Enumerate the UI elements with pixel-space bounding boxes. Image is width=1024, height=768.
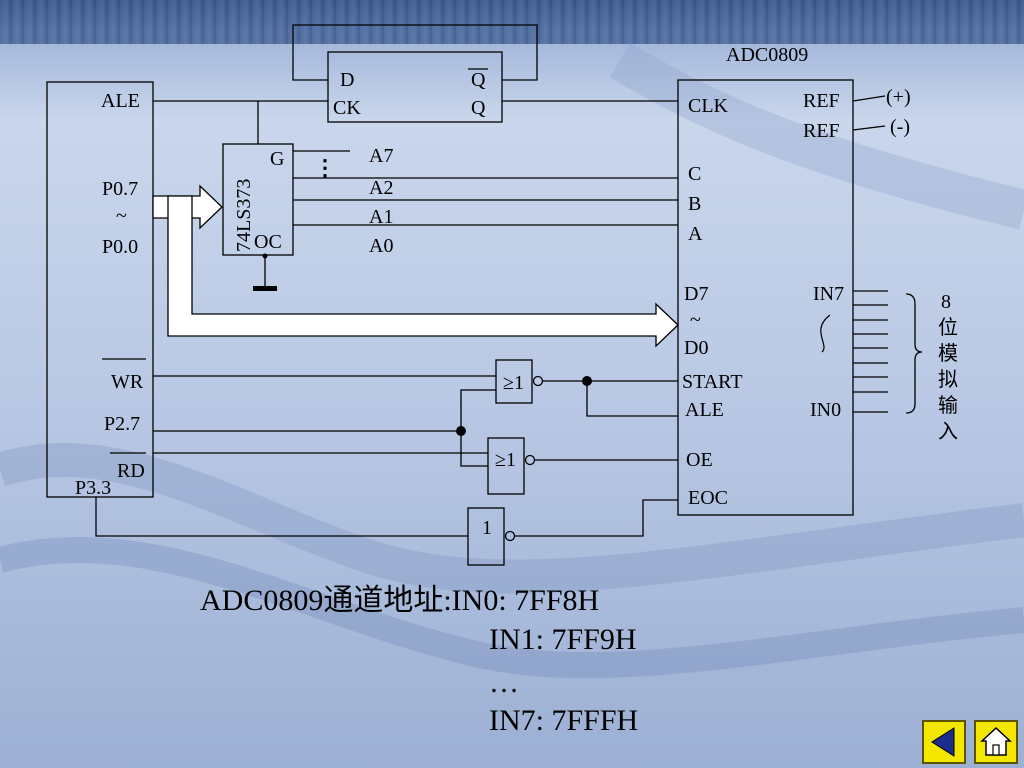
flipflop-box [327, 51, 503, 123]
analog-input-char: 模 [938, 342, 958, 365]
adc-ref1-label: REF [803, 90, 840, 112]
adc-eoc-label: EOC [688, 487, 728, 509]
junction-dot [582, 376, 592, 386]
latch-oc-label: OC [254, 231, 282, 253]
mcu-wr-label: WR [111, 371, 144, 393]
adc-tilde-label: ~ [690, 309, 701, 331]
home-button[interactable] [974, 720, 1018, 764]
mcu-box [46, 81, 154, 498]
mcu-p07-label: P0.7 [102, 178, 138, 200]
adc-b-label: B [688, 193, 701, 215]
mcu-tilde-label: ~ [116, 205, 127, 227]
bus-arrow-to-adc [167, 195, 679, 348]
channel-address-line-1: ADC0809通道地址:IN0: 7FF8H [200, 584, 600, 617]
analog-input-char: 输 [938, 394, 958, 417]
house-icon [980, 726, 1012, 756]
mcu-rd-label: RD [117, 460, 145, 482]
adc-in0-label: IN0 [810, 399, 841, 421]
triangle-left-icon [931, 727, 955, 757]
previous-slide-button[interactable] [922, 720, 966, 764]
analog-input-char: 入 [938, 421, 958, 443]
adc-clk-label: CLK [688, 95, 729, 117]
a2-label: A2 [369, 177, 393, 199]
mcu-p00-label: P0.0 [102, 236, 138, 258]
adc-name-label: ADC0809 [726, 44, 808, 66]
not-gate-label: 1 [482, 517, 492, 539]
header-band [0, 0, 1024, 44]
ff-d-label: D [340, 69, 354, 91]
junction-dot [456, 426, 466, 436]
adc-d0-label: D0 [684, 337, 708, 359]
ground-symbol [253, 286, 277, 291]
analog-input-char: 位 [938, 316, 958, 339]
adc-in7-label: IN7 [813, 283, 844, 305]
adc-oe-label: OE [686, 449, 713, 471]
nor-gate-2-label: ≥1 [495, 449, 516, 471]
mcu-ale-label: ALE [101, 90, 140, 112]
analog-input-char: 拟 [938, 368, 958, 391]
adc-d7-label: D7 [684, 283, 708, 305]
adc-ale-label: ALE [685, 399, 724, 421]
a0-label: A0 [369, 235, 393, 257]
latch-name-label: 74LS373 [233, 179, 255, 252]
adc-a-label: A [688, 223, 703, 245]
mcu-p27-label: P2.7 [104, 413, 140, 435]
nor-gate-1-label: ≥1 [503, 372, 524, 394]
ff-q-label: Q [471, 97, 486, 119]
ff-ck-label: CK [333, 97, 361, 119]
adc-c-label: C [688, 163, 701, 185]
adc-ref2-label: REF [803, 120, 840, 142]
latch-dots-label: ⋮ [314, 155, 336, 180]
analog-input-char: 8 [941, 291, 951, 313]
channel-address-line-2: IN1: 7FF9H [489, 623, 637, 656]
ff-qbar-label: Q [471, 69, 486, 91]
adc-refminus-label: (-) [890, 116, 910, 138]
channel-address-line-3: … [489, 666, 519, 699]
adc-box [677, 79, 854, 516]
mcu-p33-label: P3.3 [75, 477, 111, 499]
latch-g-label: G [270, 148, 284, 170]
nor-gate-1-box [495, 359, 533, 404]
channel-address-line-4: IN7: 7FFFH [489, 704, 639, 737]
adc-refplus-label: (+) [886, 86, 911, 108]
a7-label: A7 [369, 145, 393, 167]
a1-label: A1 [369, 206, 393, 228]
adc-start-label: START [682, 371, 743, 393]
